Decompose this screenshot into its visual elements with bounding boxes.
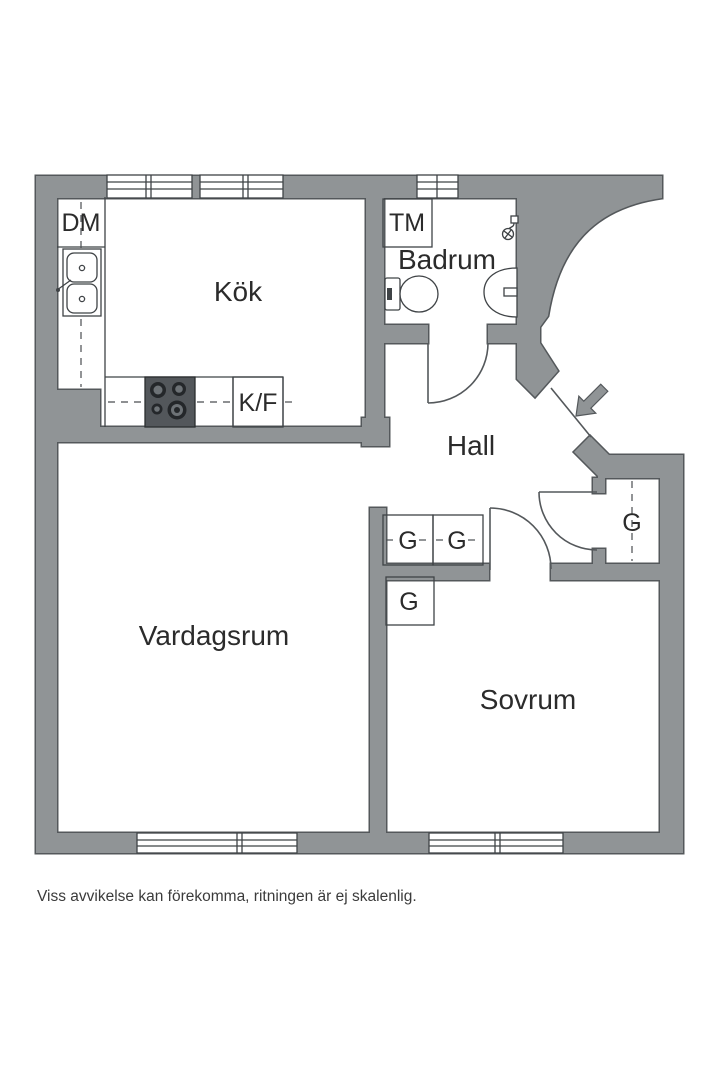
toilet-icon — [384, 275, 439, 313]
stove-icon — [144, 376, 196, 428]
room-label-hall: Hall — [447, 430, 495, 461]
fridge-freezer-label: K/F — [239, 389, 278, 417]
window-bathroom — [416, 174, 459, 199]
kitchen-sink-icon — [56, 248, 102, 317]
windows — [106, 174, 564, 854]
wardrobe-label-2: G — [447, 527, 466, 555]
bedroom-door — [489, 507, 552, 570]
wardrobe-label-1: G — [398, 527, 417, 555]
room-label-kitchen: Kök — [214, 276, 263, 307]
wardrobes — [382, 481, 633, 626]
dishwasher-label: DM — [62, 209, 101, 237]
washing-machine-label: TM — [389, 209, 425, 237]
window-living-room — [136, 832, 298, 854]
window-kitchen-left — [106, 174, 193, 199]
room-label-living-room: Vardagsrum — [139, 620, 289, 651]
wardrobe-label-4: G — [622, 509, 641, 537]
window-kitchen-right — [199, 174, 284, 199]
closet-door — [538, 491, 598, 551]
walls — [36, 176, 683, 853]
doors — [427, 342, 609, 570]
bathroom-door — [427, 342, 489, 404]
shower-icon — [501, 215, 519, 241]
window-bedroom — [428, 832, 564, 854]
room-label-bedroom: Sovrum — [480, 684, 576, 715]
room-label-bathroom: Badrum — [398, 244, 496, 275]
entry-arrow-icon — [575, 383, 609, 417]
fridge-freezer-box — [232, 376, 284, 428]
wardrobe-label-3: G — [399, 588, 418, 616]
disclaimer-text: Viss avvikelse kan förekomma, ritningen … — [37, 888, 417, 905]
wall-outlines — [34, 174, 685, 855]
washing-machine-box — [382, 198, 433, 248]
entry-door-line — [550, 387, 592, 438]
washbasin-icon — [483, 267, 518, 318]
